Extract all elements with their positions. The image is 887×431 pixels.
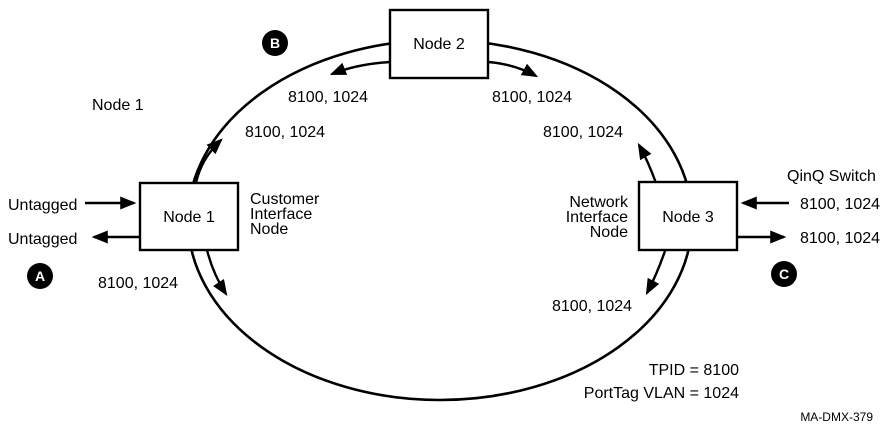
badge-a-icon (27, 263, 53, 289)
arrow-node2-to-node3 (487, 60, 539, 78)
node1-label: Node 1 (163, 209, 215, 226)
arrow-node3-to-node1 (645, 250, 667, 296)
customer-role-line2: Interface (250, 206, 312, 223)
node1-box (138, 181, 240, 252)
qinq-out-label: 8100, 1024 (800, 230, 880, 247)
qinq-switch-label: QinQ Switch (787, 168, 876, 185)
node2-label: Node 2 (413, 36, 465, 53)
porttag-vlan-note: PortTag VLAN = 1024 (584, 385, 739, 402)
figure-id-label: MA-DMX-379 (800, 410, 873, 424)
node2-box (388, 8, 490, 80)
ring-label-node1-to-node2: 8100, 1024 (245, 124, 325, 141)
untagged-out-label: Untagged (8, 231, 77, 248)
node3-label: Node 3 (662, 209, 714, 226)
ring-label-node3-to-node2: 8100, 1024 (543, 124, 623, 141)
ring-label-node2-to-node1: 8100, 1024 (288, 89, 368, 106)
badge-c-icon (771, 261, 797, 287)
node3-box (637, 180, 739, 252)
badge-c-letter: C (779, 266, 789, 282)
network-role-line2: Interface (566, 209, 628, 226)
arrow-node2-to-node1 (329, 60, 391, 76)
tpid-note: TPID = 8100 (649, 362, 739, 379)
ring-label-node3-to-node1: 8100, 1024 (552, 298, 632, 315)
arrow-node3-to-node2 (637, 142, 658, 184)
ring-label-node2-to-node3: 8100, 1024 (492, 89, 572, 106)
untagged-in-label: Untagged (8, 197, 77, 214)
badge-a-letter: A (35, 268, 45, 284)
arrow-node1-to-node2 (194, 138, 223, 184)
node1-callout-label: Node 1 (92, 97, 144, 114)
network-role-line3: Node (590, 224, 628, 241)
badge-b-letter: B (270, 35, 280, 51)
qinq-in-label: 8100, 1024 (800, 196, 880, 213)
customer-role-line3: Node (250, 221, 288, 238)
customer-role-line1: Customer (250, 191, 320, 208)
badge-b-icon (262, 30, 288, 56)
network-role-line1: Network (569, 194, 629, 211)
ring-label-node1-to-node3: 8100, 1024 (98, 275, 178, 292)
arrow-node1-to-node3 (205, 249, 228, 297)
